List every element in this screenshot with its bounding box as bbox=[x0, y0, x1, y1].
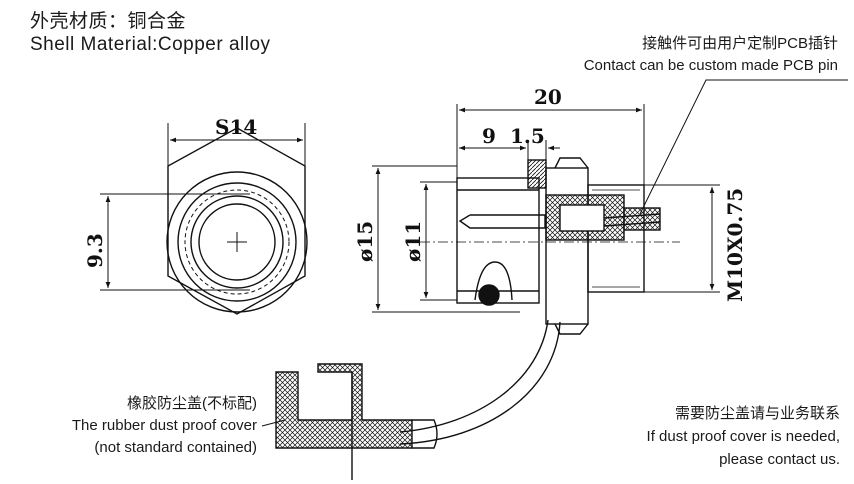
dim-9-label: 9 bbox=[482, 124, 496, 148]
leader-lines bbox=[261, 79, 848, 427]
material-label-cn: 外壳材质：铜合金 bbox=[30, 11, 187, 32]
cover-note-en2: (not standard contained) bbox=[94, 439, 257, 456]
contact-note-cn: 接触件可由用户定制PCB插针 bbox=[642, 35, 838, 52]
front-view-hex bbox=[166, 127, 308, 315]
dim-20-label: 20 bbox=[534, 85, 562, 109]
cover-note-cn: 橡胶防尘盖(不标配) bbox=[127, 395, 257, 412]
cover-note-en1: The rubber dust proof cover bbox=[71, 417, 257, 434]
dim-thread bbox=[644, 184, 720, 293]
dim-s14-label: S14 bbox=[215, 115, 257, 139]
dim-dia11 bbox=[420, 181, 457, 301]
dim-dia11-label: ø11 bbox=[401, 221, 425, 262]
dim-dia15 bbox=[372, 165, 520, 313]
side-view-body bbox=[420, 157, 680, 335]
dim-dia15-label: ø15 bbox=[353, 221, 377, 262]
dim-1-5-label: 1.5 bbox=[510, 124, 545, 148]
dim-9-3-label: 9.3 bbox=[83, 233, 107, 268]
dim-9-1-5 bbox=[459, 140, 560, 168]
contact-us-en1: If dust proof cover is needed, bbox=[646, 428, 840, 445]
dim-s14 bbox=[167, 123, 306, 166]
contact-us-en2: please contact us. bbox=[719, 451, 840, 468]
dust-cap bbox=[275, 363, 438, 480]
material-label-en: Shell Material:Copper alloy bbox=[30, 34, 271, 55]
contact-note-en: Contact can be custom made PCB pin bbox=[583, 57, 838, 74]
dim-thread-label: M10X0.75 bbox=[723, 188, 747, 302]
dim-9-3 bbox=[100, 193, 250, 291]
contact-us-cn: 需要防尘盖请与业务联系 bbox=[674, 405, 840, 422]
dust-cap-tether bbox=[399, 319, 561, 445]
